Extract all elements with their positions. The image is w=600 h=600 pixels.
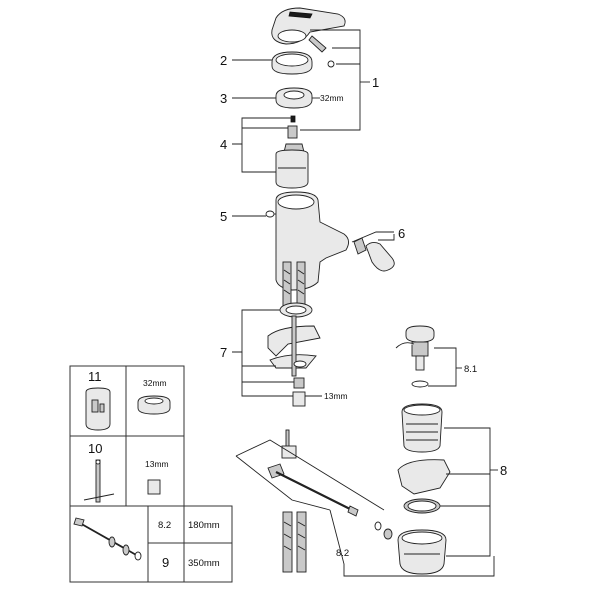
spare-parts-table	[69, 365, 233, 583]
popup-rod-linkage-part	[267, 429, 393, 573]
waste-nut-part	[397, 529, 447, 575]
callout-lines	[232, 29, 395, 397]
callout-8: 8	[500, 463, 507, 478]
spare-cartridge-drawing	[85, 387, 111, 431]
faucet-body-part	[265, 191, 349, 291]
table-row1-item: 8.2	[158, 520, 171, 531]
dimension-32mm: 32mm	[320, 93, 344, 103]
callout-8-1: 8.1	[464, 364, 477, 375]
spare-rod-assembly-drawing	[73, 517, 142, 561]
callout-5: 5	[220, 209, 227, 224]
table-row2-item: 9	[162, 555, 169, 570]
waste-body-part	[401, 403, 443, 453]
table-row1-length: 180mm	[188, 520, 220, 531]
spare-nut-small-drawing	[147, 479, 161, 495]
cartridge-part	[275, 143, 309, 189]
lever-handle-part	[271, 7, 346, 68]
callout-2: 2	[220, 53, 227, 68]
table-row2-length: 350mm	[188, 558, 220, 569]
callout-lines-right	[235, 347, 498, 577]
callout-8-2: 8.2	[336, 548, 349, 559]
cartridge-screws-part	[287, 115, 298, 139]
cartridge-nut-part	[275, 87, 313, 109]
waste-flange-part	[397, 459, 451, 495]
callout-4: 4	[220, 137, 227, 152]
waste-seal-part	[403, 498, 441, 514]
callout-6: 6	[398, 226, 405, 241]
table-row10-number: 10	[88, 441, 102, 456]
mounting-kit-part	[267, 302, 321, 407]
table-row11-number: 11	[88, 369, 102, 384]
table-row11-size: 32mm	[143, 378, 167, 388]
callout-3: 3	[220, 91, 227, 106]
dimension-13mm: 13mm	[324, 391, 348, 401]
spare-nut-drawing	[137, 395, 171, 415]
popup-plug-part	[395, 325, 435, 388]
table-row10-size: 13mm	[145, 459, 169, 469]
callout-1: 1	[372, 75, 379, 90]
spare-rod-drawing	[83, 459, 115, 503]
cover-cap-part	[271, 51, 313, 75]
callout-7: 7	[220, 345, 227, 360]
spray-aerator-part	[353, 237, 395, 272]
